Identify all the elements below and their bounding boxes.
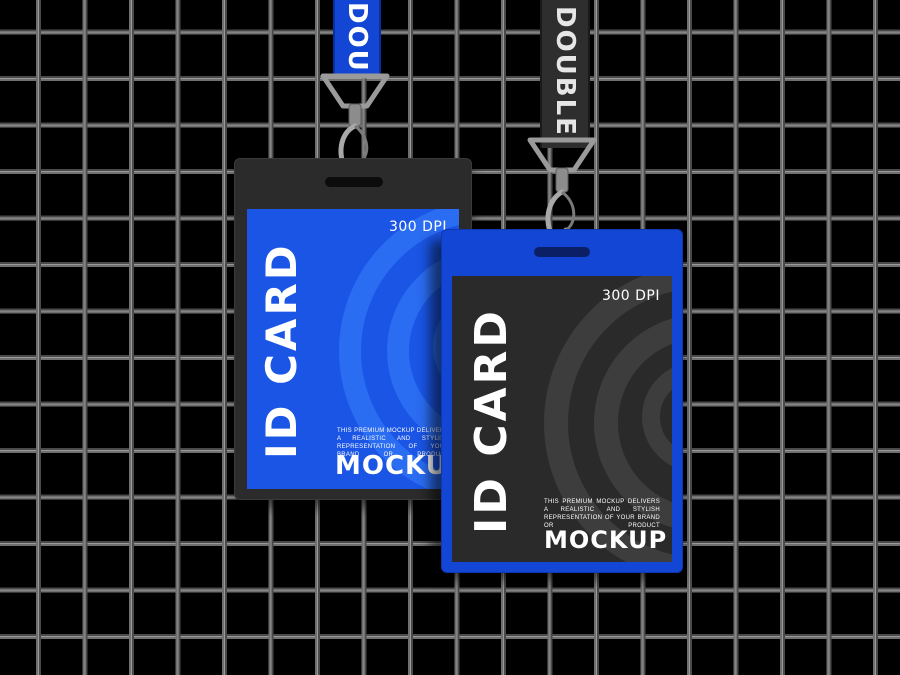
- back-lanyard-strap: DOUBLE: [333, 0, 381, 78]
- back-dpi-label: 300 DPI: [388, 219, 447, 235]
- back-tagline: THIS PREMIUM MOCKUP DELIVERS A REALISTIC…: [337, 428, 449, 458]
- front-tagline: THIS PREMIUM MOCKUP DELIVERS A REALISTIC…: [544, 499, 660, 529]
- front-lanyard-text: DOUBLE: [550, 6, 580, 137]
- front-lanyard-strap: DOUBLE: [540, 0, 590, 148]
- front-mockup-label: MOCKUP: [544, 526, 668, 554]
- front-card-insert: 300 DPI ID CARD THIS PREMIUM MOCKUP DELI…: [452, 276, 672, 562]
- front-holder-slot: [534, 247, 590, 257]
- back-card-insert: 300 DPI ID CARD THIS PREMIUM MOCKUP DELI…: [247, 209, 459, 489]
- back-lanyard-text: DOUBLE: [342, 2, 372, 78]
- back-holder-slot: [325, 177, 383, 187]
- front-idcard-title: ID CARD: [466, 308, 517, 534]
- front-dpi-label: 300 DPI: [601, 288, 660, 304]
- back-idcard-title: ID CARD: [257, 242, 306, 460]
- front-card-holder: 300 DPI ID CARD THIS PREMIUM MOCKUP DELI…: [441, 229, 683, 573]
- front-card-rings: [452, 276, 672, 562]
